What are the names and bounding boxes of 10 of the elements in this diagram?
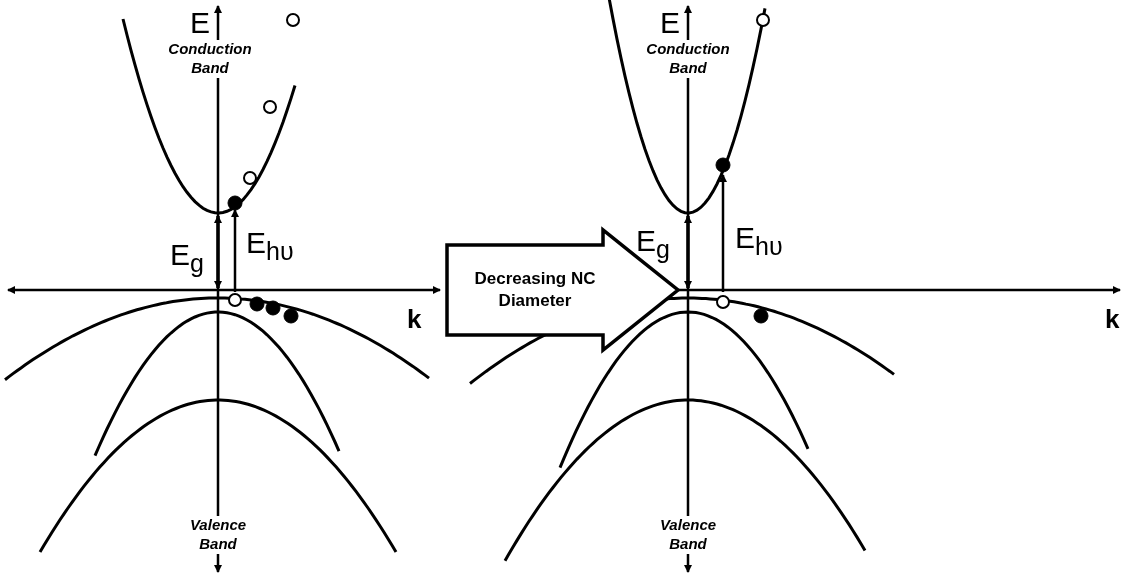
axis-label: k bbox=[407, 306, 422, 332]
axis-label: E bbox=[190, 8, 210, 38]
block-arrow bbox=[445, 226, 681, 354]
axis-label: E$_{g}$ bbox=[170, 240, 204, 276]
axis-label: E$_{hυ}$ bbox=[246, 228, 294, 264]
axis-label: k bbox=[1105, 306, 1120, 332]
axis-label: E$_{hυ}$ bbox=[735, 223, 783, 259]
axis-label: E$_{g}$ bbox=[636, 226, 670, 262]
edge-label: Decreasing NC Diameter bbox=[473, 268, 597, 313]
axis-label: E bbox=[660, 8, 680, 38]
